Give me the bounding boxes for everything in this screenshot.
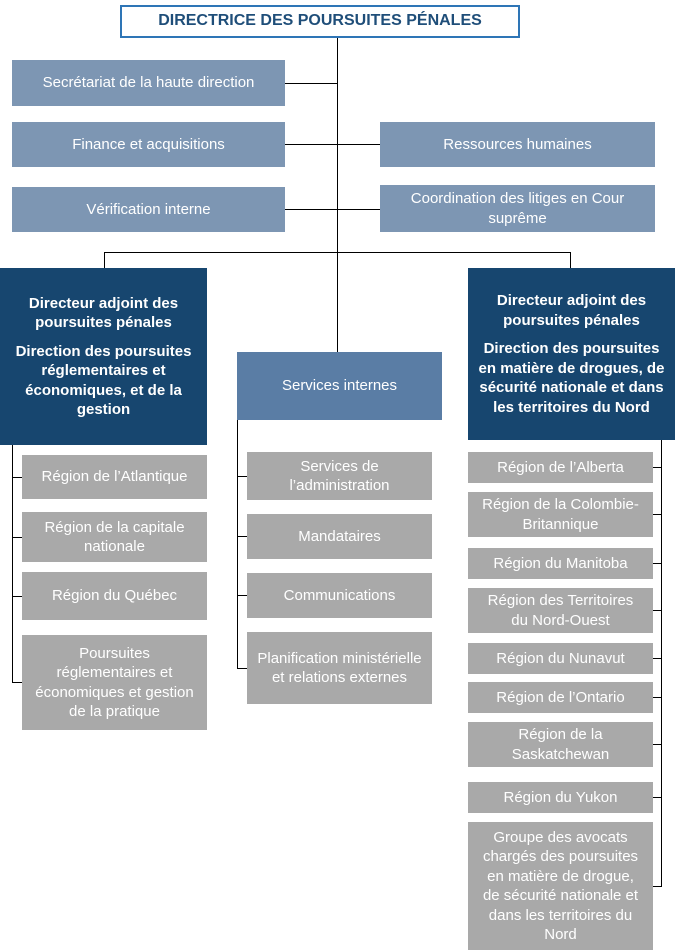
node-label: Région de la capitale nationale	[44, 518, 185, 556]
node-mandataires: Mandataires	[247, 514, 432, 559]
node-region-capitale-nationale: Région de la capitale nationale	[22, 512, 207, 562]
connector-verification-coordination	[285, 209, 380, 210]
connector-left-tick	[12, 477, 22, 478]
node-label: Mandataires	[298, 527, 381, 545]
node-label: Région de l’Ontario	[496, 688, 625, 706]
node-finance: Finance et acquisitions	[12, 122, 285, 167]
node-label: Région du Nunavut	[496, 649, 625, 667]
node-services-administration: Services de l’administration	[247, 452, 432, 500]
connector-middle-children-vertical	[237, 420, 238, 668]
connector-left-children-vertical	[12, 445, 13, 683]
node-label: Poursuites réglementaires et économiques…	[35, 644, 194, 721]
connector-right-tick	[653, 744, 662, 745]
node-region-alberta: Région de l’Alberta	[468, 452, 653, 483]
node-unit-label: Direction des poursuites réglementaires …	[15, 342, 192, 419]
node-region-manitoba: Région du Manitoba	[468, 548, 653, 579]
node-label: Services internes	[281, 377, 398, 395]
connector-finance-rh	[285, 144, 380, 145]
connector-right-children-vertical	[661, 440, 662, 886]
node-ressources-humaines: Ressources humaines	[380, 122, 655, 167]
node-region-colombie-britannique: Région de la Colombie-Britannique	[468, 492, 653, 537]
node-region-quebec: Région du Québec	[22, 572, 207, 620]
node-label: Vérification interne	[86, 200, 211, 218]
node-label: Région du Québec	[51, 587, 178, 605]
node-label: Planification ministérielle et relations…	[257, 649, 422, 687]
node-region-nunavut: Région du Nunavut	[468, 643, 653, 674]
node-region-ontario: Région de l’Ontario	[468, 682, 653, 713]
node-label: Région du Yukon	[503, 788, 618, 806]
node-region-yukon: Région du Yukon	[468, 782, 653, 813]
connector-left-branch-drop	[104, 252, 105, 268]
node-label: Région de la Colombie-Britannique	[482, 496, 639, 533]
connector-right-tick	[653, 563, 662, 564]
connector-right-tick	[653, 697, 662, 698]
node-communications: Communications	[247, 573, 432, 618]
connector-right-branch-drop	[570, 252, 571, 268]
node-label: Région de la Saskatchewan	[511, 726, 610, 763]
node-label: Région de l’Atlantique	[41, 468, 188, 486]
connector-right-tick	[653, 797, 662, 798]
node-role-label: Directeur adjoint des poursuites pénales	[28, 294, 179, 332]
node-label: Région de l’Alberta	[497, 458, 624, 476]
connector-right-tick	[653, 514, 662, 515]
node-label: Région du Manitoba	[493, 554, 628, 572]
connector-secretariat	[285, 83, 337, 84]
node-dap-drogues: Directeur adjoint des poursuites pénales…	[468, 268, 675, 440]
connector-middle-tick	[237, 595, 247, 596]
node-poursuites-reglementaires: Poursuites réglementaires et économiques…	[22, 635, 207, 730]
node-label: Région des Territoires du Nord-Ouest	[487, 592, 634, 629]
node-services-internes: Services internes	[237, 352, 442, 420]
node-label: Ressources humaines	[443, 135, 592, 153]
node-region-atlantique: Région de l’Atlantique	[22, 455, 207, 499]
connector-right-tick	[653, 658, 662, 659]
node-dap-reglementaires: Directeur adjoint des poursuites pénales…	[0, 268, 207, 445]
node-groupe-avocats: Groupe des avocats chargés des poursuite…	[468, 822, 653, 950]
node-verification-interne: Vérification interne	[12, 187, 285, 232]
connector-left-tick	[12, 596, 22, 597]
connector-left-tick	[12, 682, 22, 683]
node-label: Secrétariat de la haute direction	[42, 74, 255, 92]
node-label: Groupe des avocats chargés des poursuite…	[482, 828, 639, 944]
connector-branch-horizontal	[104, 252, 571, 253]
connector-center-vertical	[337, 38, 338, 352]
connector-middle-tick	[237, 476, 247, 477]
connector-right-tick	[653, 467, 662, 468]
connector-right-tick	[653, 610, 662, 611]
connector-middle-tick	[237, 668, 247, 669]
connector-right-tick	[653, 886, 662, 887]
node-secretariat: Secrétariat de la haute direction	[12, 60, 285, 106]
root-node-directrice: DIRECTRICE DES POURSUITES PÉNALES	[120, 5, 520, 38]
node-coordination-litiges: Coordination des litiges en Cour suprême	[380, 185, 655, 232]
node-label: Services de l’administration	[289, 457, 390, 495]
node-label: Communications	[283, 586, 396, 604]
node-role-label: Directeur adjoint des poursuites pénales	[496, 292, 647, 329]
node-planification-ministerielle: Planification ministérielle et relations…	[247, 632, 432, 704]
connector-middle-tick	[237, 536, 247, 537]
root-node-label: DIRECTRICE DES POURSUITES PÉNALES	[158, 12, 482, 30]
connector-left-tick	[12, 537, 22, 538]
node-region-territoires-nord-ouest: Région des Territoires du Nord-Ouest	[468, 588, 653, 633]
node-label: Finance et acquisitions	[72, 135, 225, 153]
node-unit-label: Direction des poursuites en matière de d…	[478, 340, 665, 416]
node-label: Coordination des litiges en Cour suprême	[410, 190, 625, 227]
node-region-saskatchewan: Région de la Saskatchewan	[468, 722, 653, 767]
